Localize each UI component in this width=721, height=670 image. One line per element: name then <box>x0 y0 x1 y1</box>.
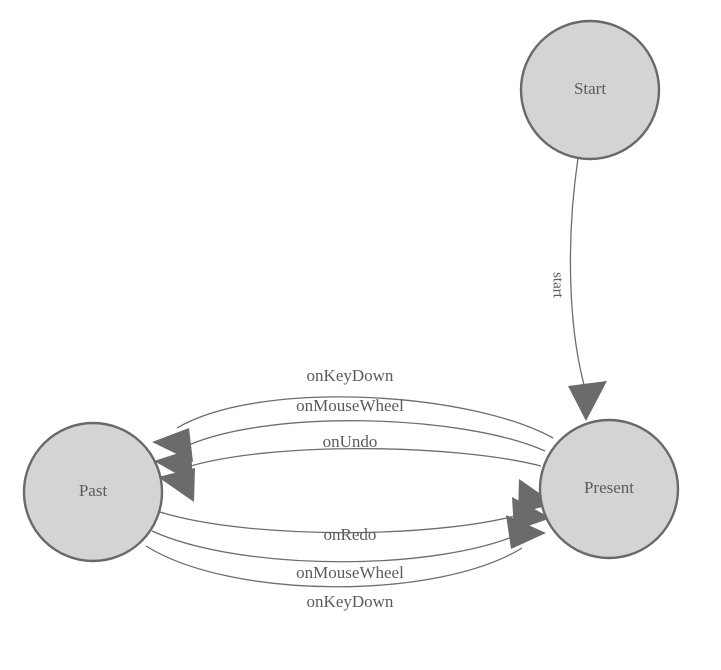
edge-past-to-present-onredo[interactable]: onRedo <box>159 479 555 544</box>
edge-present-to-past-onundo[interactable]: onUndo <box>158 432 542 502</box>
edge-past-to-present-onredo-path <box>159 511 530 534</box>
edge-start-to-present[interactable]: start <box>550 157 607 421</box>
edge-label-past-present-onmousewheel: onMouseWheel <box>296 563 404 582</box>
node-start[interactable]: Start <box>519 19 661 161</box>
edge-present-to-past-onkeydown-path <box>176 396 554 439</box>
node-present[interactable]: Present <box>538 418 680 560</box>
edge-label-present-past-onundo: onUndo <box>323 432 378 451</box>
edge-label-past-present-onredo: onRedo <box>324 525 377 544</box>
edge-label-present-past-onkeydown: onKeyDown <box>307 366 394 385</box>
edge-present-to-past-onundo-path <box>183 447 542 469</box>
edge-start-to-present-path <box>569 157 587 393</box>
edge-past-to-present-onkeydown-path <box>145 545 523 588</box>
node-past[interactable]: Past <box>22 421 164 563</box>
node-start-circle <box>519 19 661 161</box>
edge-start-to-present-arrowhead <box>568 381 607 421</box>
edge-past-to-present-onkeydown-arrowhead <box>506 515 546 549</box>
node-present-label: Present <box>584 478 634 497</box>
edge-past-to-present-onkeydown[interactable]: onKeyDown <box>145 515 546 611</box>
node-past-label: Past <box>79 481 108 500</box>
edge-label-present-past-onmousewheel: onMouseWheel <box>296 396 404 415</box>
node-past-circle <box>22 421 164 563</box>
edge-present-to-past-onmousewheel-path <box>179 420 546 452</box>
edge-past-to-present-onmousewheel-path <box>151 530 527 563</box>
edge-label-start: start <box>550 272 566 299</box>
edge-present-to-past-onundo-arrowhead <box>158 468 195 502</box>
node-present-circle <box>538 418 680 560</box>
node-start-label: Start <box>574 79 606 98</box>
edge-label-past-present-onkeydown: onKeyDown <box>307 592 394 611</box>
